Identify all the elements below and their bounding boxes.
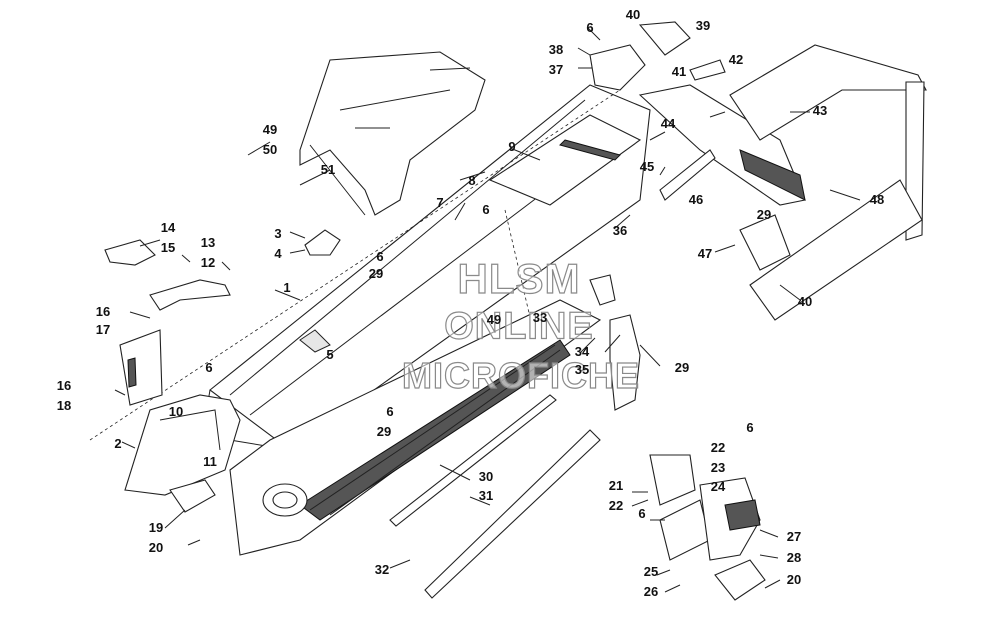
callout-29-a: 29 bbox=[368, 266, 384, 281]
right-lower-assembly bbox=[649, 454, 766, 601]
callout-46: 46 bbox=[688, 192, 704, 207]
callout-22-a: 22 bbox=[710, 440, 726, 455]
seat bbox=[299, 51, 486, 216]
callout-2: 2 bbox=[114, 436, 122, 451]
callout-21: 21 bbox=[608, 478, 624, 493]
callout-41: 41 bbox=[671, 64, 687, 79]
callout-28: 28 bbox=[786, 550, 802, 565]
callout-7: 7 bbox=[436, 195, 444, 210]
front-bracket-left bbox=[124, 394, 241, 513]
callout-23: 23 bbox=[710, 460, 726, 475]
callout-24: 24 bbox=[710, 479, 726, 494]
bracket-33 bbox=[589, 274, 616, 306]
leader-lines bbox=[114, 27, 861, 593]
callout-8: 8 bbox=[468, 173, 476, 188]
callout-49-b: 49 bbox=[486, 312, 502, 327]
callout-29-b: 29 bbox=[376, 424, 392, 439]
callout-47: 47 bbox=[697, 246, 713, 261]
callout-17: 17 bbox=[95, 322, 111, 337]
watermark-line-2: ONLINE bbox=[444, 305, 594, 348]
callout-6-e: 6 bbox=[386, 404, 394, 419]
snow-flap bbox=[638, 84, 806, 206]
callout-13: 13 bbox=[200, 235, 216, 250]
callout-6-d: 6 bbox=[205, 360, 213, 375]
callout-40-a: 40 bbox=[625, 7, 641, 22]
callout-40-b: 40 bbox=[797, 294, 813, 309]
callout-37: 37 bbox=[548, 62, 564, 77]
callout-39: 39 bbox=[695, 18, 711, 33]
bracket-39 bbox=[638, 21, 691, 56]
callout-29-d: 29 bbox=[756, 207, 772, 222]
callout-48: 48 bbox=[869, 192, 885, 207]
callout-10: 10 bbox=[168, 404, 184, 419]
callout-3: 3 bbox=[274, 226, 282, 241]
vent-plate bbox=[119, 329, 163, 406]
callout-6-f: 6 bbox=[746, 420, 754, 435]
callout-51: 51 bbox=[320, 162, 336, 177]
callout-26: 26 bbox=[643, 584, 659, 599]
bumper-bar bbox=[149, 279, 231, 311]
callout-20-b: 20 bbox=[786, 572, 802, 587]
rear-bumper bbox=[729, 44, 927, 321]
callout-1: 1 bbox=[283, 280, 291, 295]
callout-6-a: 6 bbox=[586, 20, 594, 35]
callout-9: 9 bbox=[508, 139, 516, 154]
callout-19: 19 bbox=[148, 520, 164, 535]
callout-32: 32 bbox=[374, 562, 390, 577]
callout-5: 5 bbox=[326, 347, 334, 362]
callout-43: 43 bbox=[812, 103, 828, 118]
callout-16-b: 16 bbox=[56, 378, 72, 393]
callout-38: 38 bbox=[548, 42, 564, 57]
callout-30: 30 bbox=[478, 469, 494, 484]
callout-6-b: 6 bbox=[482, 202, 490, 217]
callout-45: 45 bbox=[639, 159, 655, 174]
callout-6-g: 6 bbox=[638, 506, 646, 521]
callout-42: 42 bbox=[728, 52, 744, 67]
callout-44: 44 bbox=[660, 116, 676, 131]
side-panel-29 bbox=[609, 314, 641, 411]
callout-16-a: 16 bbox=[95, 304, 111, 319]
watermark-line-1: HLSM bbox=[457, 254, 581, 302]
callout-4: 4 bbox=[274, 246, 282, 261]
callout-12: 12 bbox=[200, 255, 216, 270]
tunnel bbox=[89, 84, 651, 451]
watermark-line-3: MICROFICHE bbox=[401, 354, 640, 396]
callout-50: 50 bbox=[262, 142, 278, 157]
callout-31: 31 bbox=[478, 488, 494, 503]
callout-18: 18 bbox=[56, 398, 72, 413]
callout-29-c: 29 bbox=[674, 360, 690, 375]
callout-33: 33 bbox=[532, 310, 548, 325]
heat-exchanger-side bbox=[229, 299, 602, 556]
callout-36: 36 bbox=[612, 223, 628, 238]
callout-6-c: 6 bbox=[376, 249, 384, 264]
callout-22-b: 22 bbox=[608, 498, 624, 513]
cover-14 bbox=[104, 239, 156, 266]
callout-35: 35 bbox=[574, 362, 590, 377]
plate-5 bbox=[299, 329, 331, 353]
callout-49-a: 49 bbox=[262, 122, 278, 137]
callout-27: 27 bbox=[786, 529, 802, 544]
rail-rods bbox=[389, 394, 601, 599]
upper-bracket bbox=[589, 44, 646, 91]
callout-20-a: 20 bbox=[148, 540, 164, 555]
callout-15: 15 bbox=[160, 240, 176, 255]
callout-25: 25 bbox=[643, 564, 659, 579]
callout-14: 14 bbox=[160, 220, 176, 235]
callout-34: 34 bbox=[574, 344, 590, 359]
decal-42 bbox=[689, 59, 726, 81]
bracket-4 bbox=[304, 229, 341, 256]
callout-11: 11 bbox=[203, 454, 217, 469]
